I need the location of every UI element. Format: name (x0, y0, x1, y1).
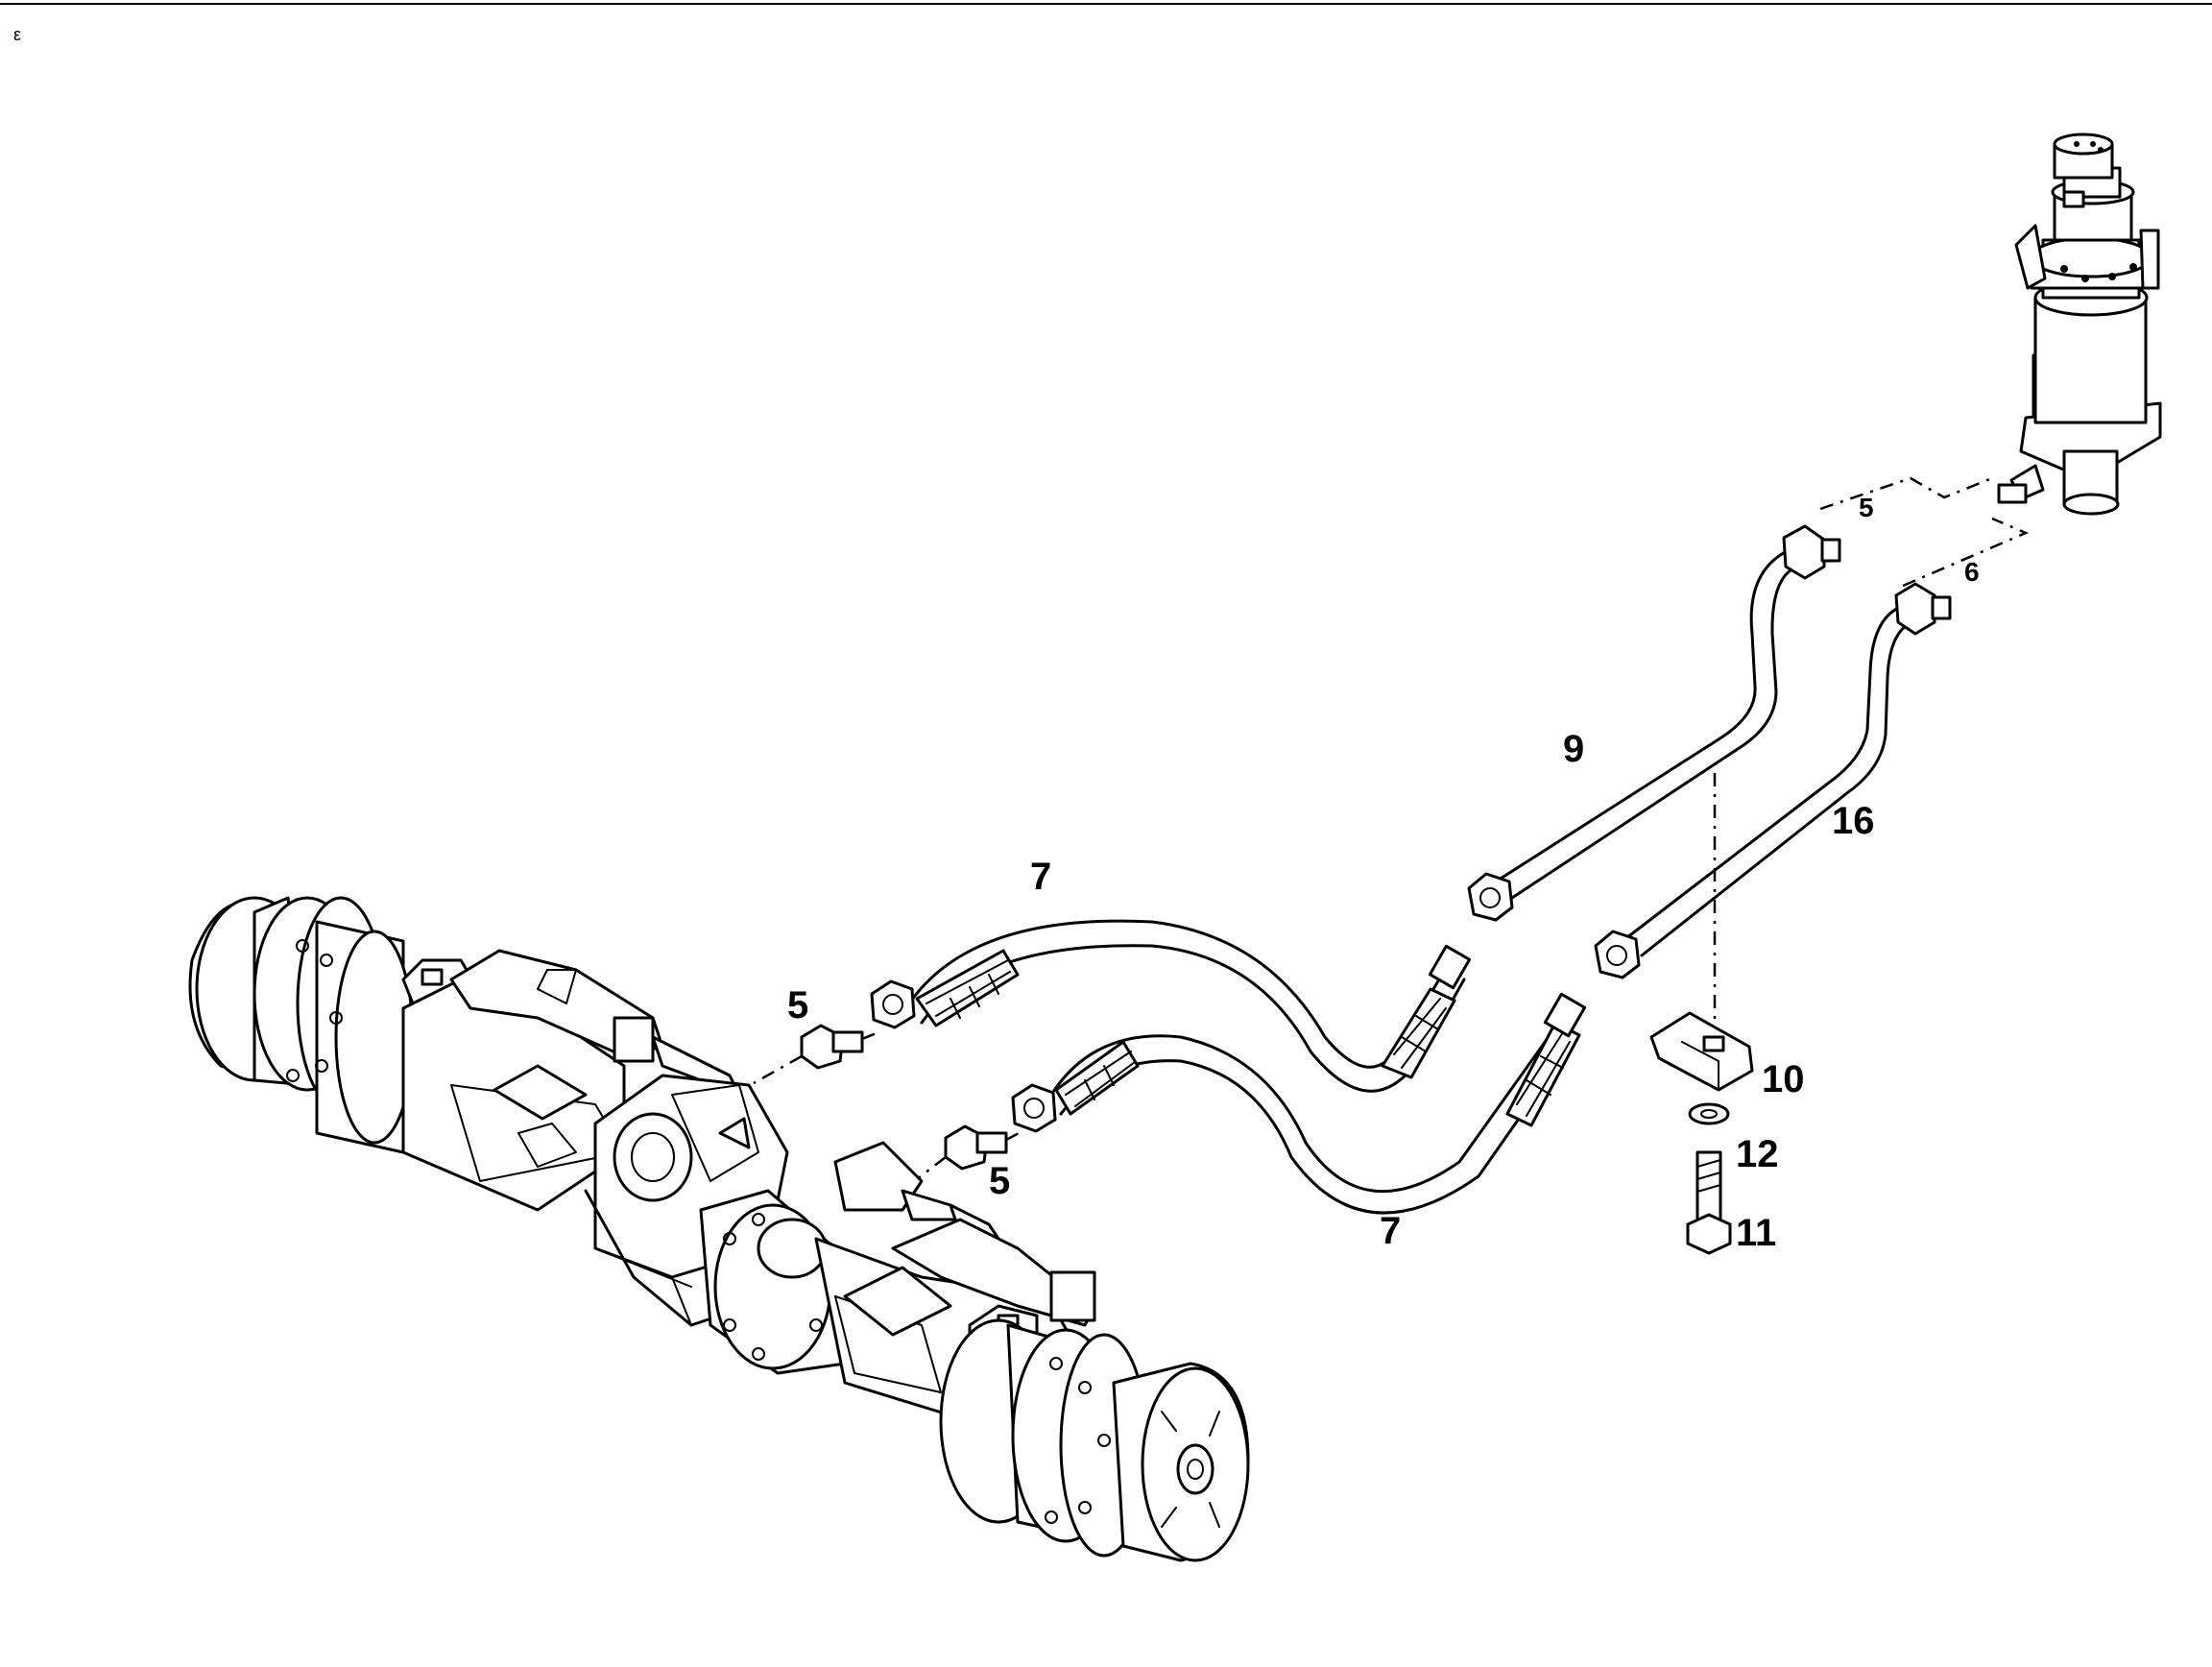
leader-5-upper (1819, 476, 1993, 511)
hydraulic-pipe-16 (1594, 582, 1952, 979)
scan-mark: ε (13, 25, 21, 44)
callout-7-upper: 7 (1030, 856, 1051, 898)
fitting-5-upper (800, 1024, 879, 1070)
clamp-10 (1649, 1011, 1754, 1092)
drive-axle-assembly (188, 896, 1250, 1562)
washer-12 (1688, 1102, 1730, 1125)
callout-5-upper: 5 (1859, 493, 1874, 522)
hydraulic-hose-7-lower (1011, 992, 1587, 1215)
leader-axle-5 (753, 1054, 803, 1085)
fitting-5-lower (916, 1124, 1023, 1180)
bolt-11 (1686, 1150, 1732, 1255)
hydraulic-hose-7-upper (870, 919, 1472, 1093)
callout-9: 9 (1563, 728, 1584, 770)
callout-11: 11 (1736, 1212, 1776, 1254)
callout-5-lower: 5 (989, 1160, 1010, 1202)
callout-12: 12 (1736, 1133, 1779, 1175)
leader-6 (1902, 517, 2030, 588)
callout-6: 6 (1964, 557, 1980, 587)
callout-10: 10 (1762, 1058, 1805, 1100)
hydraulic-pipe-9 (1467, 524, 1841, 922)
callout-7-lower: 7 (1380, 1210, 1401, 1252)
steering-cylinder-unit (1997, 133, 2162, 516)
callout-16: 16 (1832, 800, 1875, 842)
callout-5-left: 5 (787, 984, 808, 1027)
